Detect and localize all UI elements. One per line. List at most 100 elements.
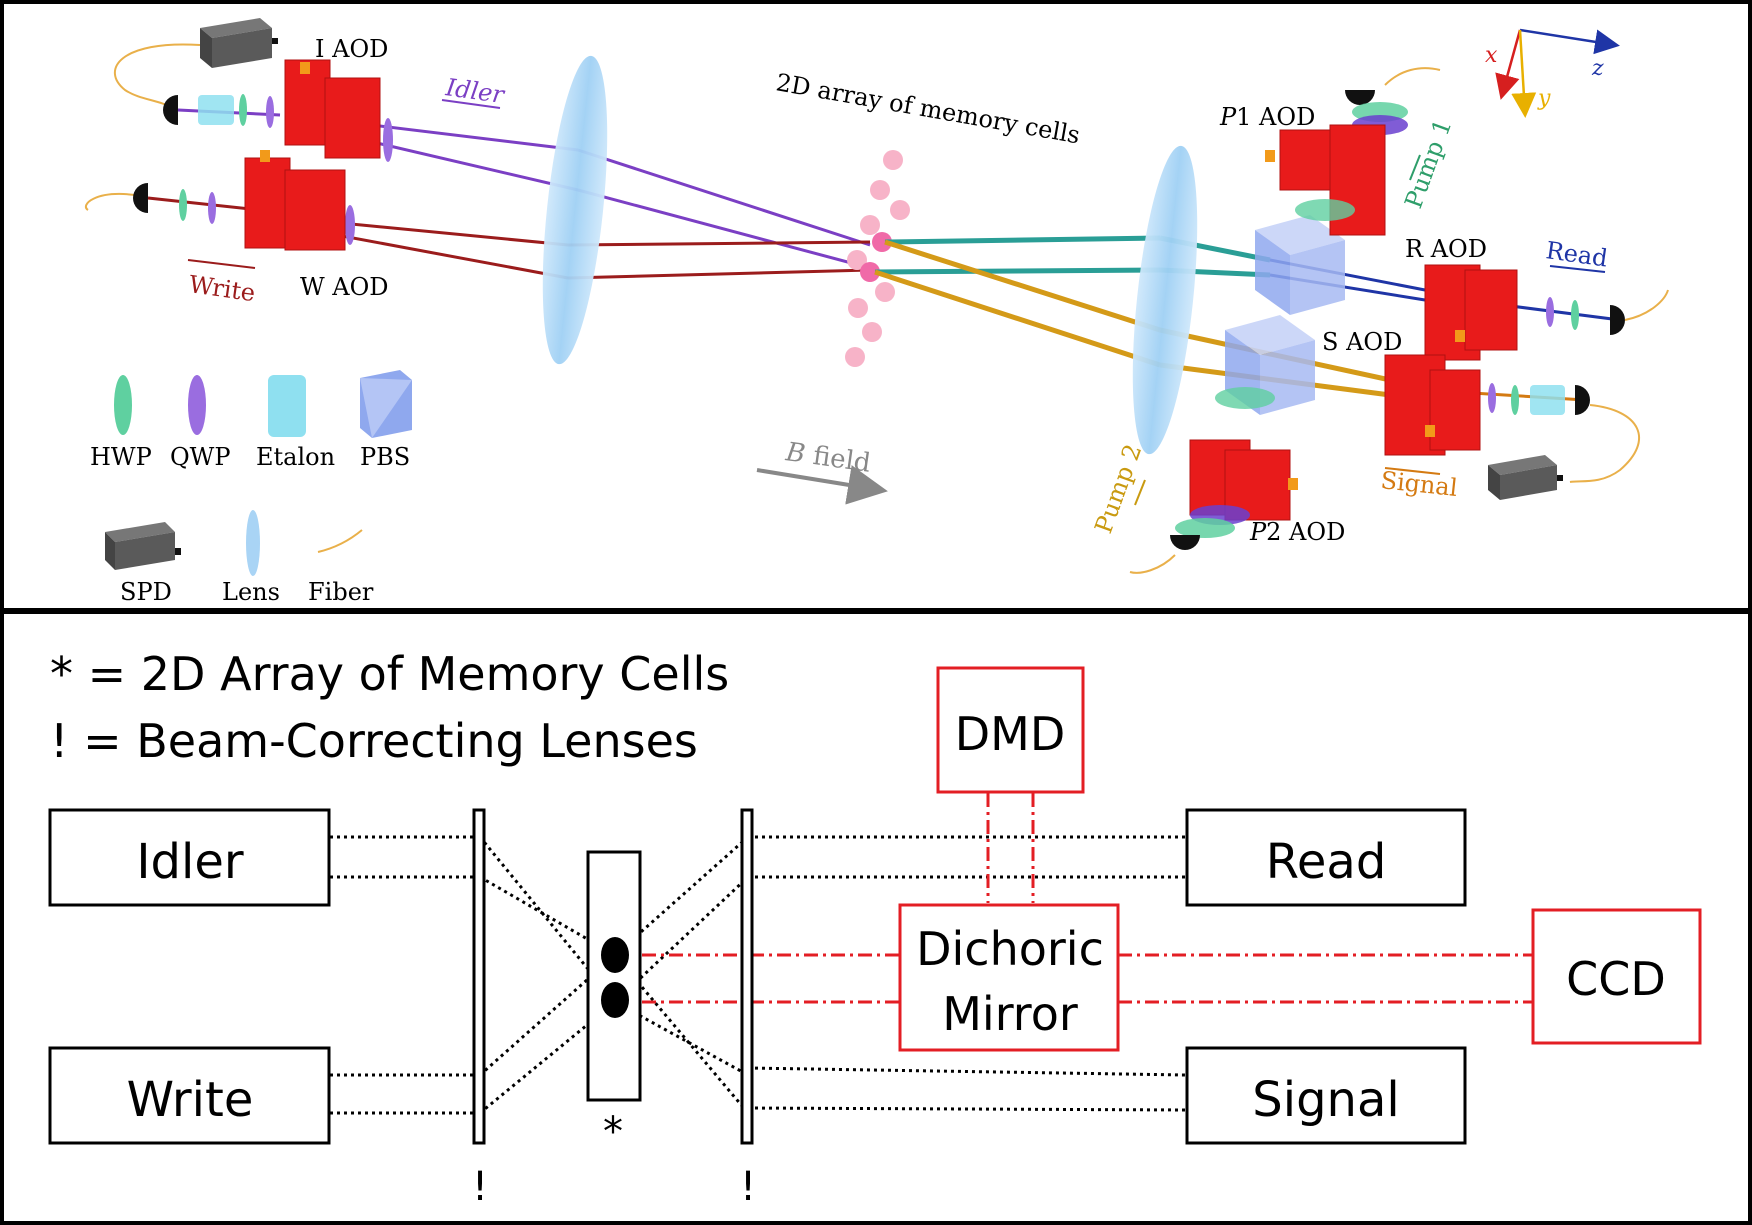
idler-box — [48, 808, 331, 907]
memory-cell-spot — [601, 937, 629, 973]
bottom-panel: * = 2D Array of Memory Cells ! = Beam-Co… — [48, 647, 1702, 1210]
qwp-icon — [208, 192, 216, 224]
qwp-icon — [1546, 297, 1554, 327]
detector-icon — [1610, 305, 1625, 335]
memory-cell — [875, 282, 895, 302]
i-aod-label: I AOD — [315, 35, 388, 63]
dmd-box-label: DMD — [955, 707, 1066, 761]
hwp-icon — [1571, 300, 1579, 330]
memory-cell-spot — [601, 982, 629, 1018]
fiber-icon — [85, 193, 136, 211]
dichroic-mirror-box — [898, 903, 1120, 1052]
dichroic-mirror-label-line2: Mirror — [942, 987, 1078, 1041]
hwp-icon — [239, 94, 247, 126]
r-aod — [1424, 264, 1518, 361]
pump2-direction-arrow — [1134, 479, 1146, 506]
s-aod-label: S AOD — [1322, 328, 1402, 356]
hwp-icon — [1175, 518, 1235, 538]
legend-label-etalon: Etalon — [256, 443, 335, 471]
coordinate-axes: x y z — [1485, 28, 1620, 118]
signal-box — [1185, 1046, 1467, 1145]
detector-icon — [1575, 385, 1590, 415]
lens-right-mark: ! — [740, 1164, 756, 1210]
legend-label-fiber: Fiber — [308, 578, 374, 606]
etalon-icon — [268, 375, 306, 437]
read-direction-arrow — [1549, 265, 1606, 273]
fiber-icon — [1569, 404, 1640, 483]
hwp-icon — [1215, 387, 1275, 409]
write-box — [48, 1046, 331, 1145]
etalon-icon — [198, 95, 234, 125]
hwp-icon — [1295, 199, 1355, 221]
p1-aod-label: P1 AOD — [1219, 103, 1315, 131]
fiber-icon — [1624, 289, 1669, 321]
legend-label-lens: Lens — [222, 578, 280, 606]
legend-label-pbs: PBS — [360, 443, 410, 471]
qwp-icon — [383, 118, 393, 162]
r-aod-label: R AOD — [1405, 235, 1487, 263]
ccd-box-label: CCD — [1566, 952, 1666, 1006]
signal-direction-arrow — [1384, 467, 1441, 475]
y-axis-label: y — [1537, 86, 1551, 111]
legend-array-definition: * = 2D Array of Memory Cells — [50, 647, 729, 701]
idler-box-label: Idler — [136, 834, 243, 890]
spd-icon — [105, 522, 181, 570]
detector-icon — [1345, 90, 1375, 105]
memory-cell — [890, 200, 910, 220]
pump2-label: Pump 2 — [1089, 440, 1147, 537]
top-panel: I AOD W AOD Idler Write 2D array of memo… — [85, 18, 1669, 606]
signal-box-label: Signal — [1252, 1072, 1399, 1128]
pump1-direction-arrow — [1409, 154, 1421, 181]
legend-label-hwp: HWP — [90, 443, 152, 471]
read-box-label: Read — [1266, 834, 1387, 890]
memory-cell — [845, 347, 865, 367]
detector-icon — [1170, 535, 1200, 550]
memory-cell — [847, 250, 867, 270]
legend-label-qwp: QWP — [170, 443, 231, 471]
fiber-icon — [1384, 67, 1441, 86]
w-aod-label: W AOD — [300, 273, 389, 301]
legend-lens-definition: ! = Beam-Correcting Lenses — [50, 714, 698, 768]
qwp-icon — [266, 96, 274, 128]
hwp-icon — [1511, 385, 1519, 415]
spd-icon — [200, 18, 278, 68]
s-aod — [1384, 354, 1481, 456]
memory-cell — [862, 322, 882, 342]
fiber-icon — [1129, 554, 1176, 574]
memory-cell — [860, 215, 880, 235]
memory-array-mark: * — [603, 1109, 623, 1155]
write-beam-label: Write — [187, 270, 257, 307]
pbs-icon — [360, 370, 412, 438]
hwp-icon — [114, 375, 132, 435]
dichroic-mirror-label-line1: Dichoric — [916, 922, 1104, 976]
idler-direction-arrow — [441, 99, 501, 109]
ccd-box — [1531, 908, 1702, 1045]
qwp-icon — [345, 205, 355, 245]
p1-aod — [1265, 124, 1386, 236]
memory-cell-active — [872, 232, 892, 252]
memory-array-label: 2D array of memory cells — [774, 68, 1082, 149]
memory-array-cell — [586, 850, 642, 1102]
qwp-icon — [1488, 383, 1496, 413]
detector-icon — [133, 183, 148, 213]
legend-label-spd: SPD — [120, 578, 172, 606]
write-box-label: Write — [127, 1072, 254, 1128]
qwp-icon — [188, 375, 206, 435]
lens-icon — [542, 55, 608, 365]
pump1-label: Pump 1 — [1399, 115, 1457, 212]
lens-icon — [1132, 145, 1198, 455]
p2-aod-label: P2 AOD — [1249, 518, 1345, 546]
i-aod — [284, 59, 381, 159]
detector-icon — [163, 95, 178, 125]
spd-icon — [1488, 455, 1563, 500]
memory-cell — [870, 180, 890, 200]
write-direction-arrow — [187, 259, 256, 269]
component-legend: HWP QWP Etalon PBS SPD Lens Fiber — [90, 370, 412, 606]
w-aod — [244, 150, 346, 251]
y-axis-arrow — [1511, 29, 1537, 118]
lens-left-mark: ! — [472, 1164, 488, 1210]
beam-correcting-lens-left — [472, 808, 486, 1145]
z-axis-label: z — [1591, 56, 1604, 81]
